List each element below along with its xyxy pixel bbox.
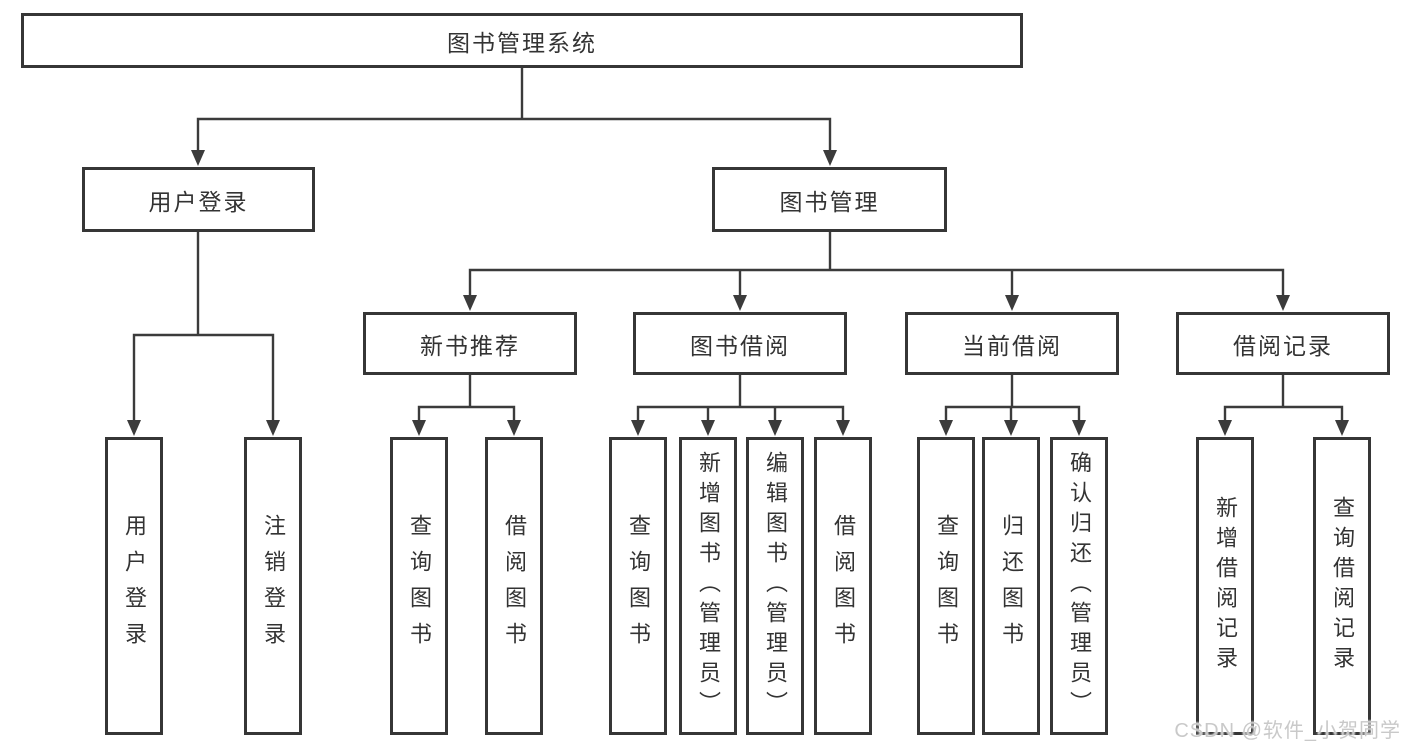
leaf-user-login: 用户登录 [105, 437, 163, 735]
leaf-label: 查询图书 [407, 514, 432, 658]
node-current-borrow: 当前借阅 [905, 312, 1119, 375]
leaf-label: 注销登录 [261, 514, 286, 658]
leaf-return-book: 归还图书 [982, 437, 1040, 735]
connector-current-borrow [939, 375, 1086, 436]
leaf-label: 用户登录 [122, 514, 147, 658]
leaf-label: 归还图书 [999, 514, 1024, 658]
leaf-add-book-admin: 新增图书（管理员） [679, 437, 737, 735]
leaf-query-books-current: 查询图书 [917, 437, 975, 735]
leaf-label: 借阅图书 [831, 514, 856, 658]
node-label: 图书借阅 [690, 332, 790, 359]
leaf-label: 查询借阅记录 [1330, 496, 1355, 676]
node-label: 借阅记录 [1233, 332, 1333, 359]
connector-borrow-records [1218, 375, 1349, 436]
node-user-login-branch: 用户登录 [82, 167, 315, 232]
leaf-logout: 注销登录 [244, 437, 302, 735]
node-label: 当前借阅 [962, 332, 1062, 359]
leaf-query-borrow-record: 查询借阅记录 [1313, 437, 1371, 735]
node-label: 图书管理系统 [447, 29, 597, 56]
leaf-confirm-return-admin: 确认归还（管理员） [1050, 437, 1108, 735]
node-borrow-records: 借阅记录 [1176, 312, 1390, 375]
leaf-label: 确认归还（管理员） [1067, 451, 1092, 721]
leaf-borrow-books-newbook: 借阅图书 [485, 437, 543, 735]
leaf-query-books-borrow: 查询图书 [609, 437, 667, 735]
connector-book-branch [463, 232, 1290, 311]
leaf-label: 查询图书 [934, 514, 959, 658]
node-label: 新书推荐 [420, 332, 520, 359]
leaf-label: 查询图书 [626, 514, 651, 658]
leaf-label: 编辑图书（管理员） [763, 451, 788, 721]
node-book-borrow: 图书借阅 [633, 312, 847, 375]
connector-new-book [412, 375, 521, 436]
leaf-query-books-newbook: 查询图书 [390, 437, 448, 735]
leaf-label: 借阅图书 [502, 514, 527, 658]
leaf-edit-book-admin: 编辑图书（管理员） [746, 437, 804, 735]
connector-book-borrow [631, 375, 850, 436]
node-library-management-system: 图书管理系统 [21, 13, 1023, 68]
csdn-watermark: CSDN @软件_小贺同学 [1174, 720, 1401, 742]
connector-user-branch [127, 232, 280, 436]
leaf-add-borrow-record: 新增借阅记录 [1196, 437, 1254, 735]
leaf-label: 新增图书（管理员） [696, 451, 721, 721]
leaf-label: 新增借阅记录 [1213, 496, 1238, 676]
node-new-book-recommend: 新书推荐 [363, 312, 577, 375]
node-label: 用户登录 [148, 188, 249, 215]
node-label: 图书管理 [779, 188, 880, 215]
leaf-borrow-books: 借阅图书 [814, 437, 872, 735]
node-book-management-branch: 图书管理 [712, 167, 947, 232]
connector-root-to-level2 [191, 68, 837, 166]
